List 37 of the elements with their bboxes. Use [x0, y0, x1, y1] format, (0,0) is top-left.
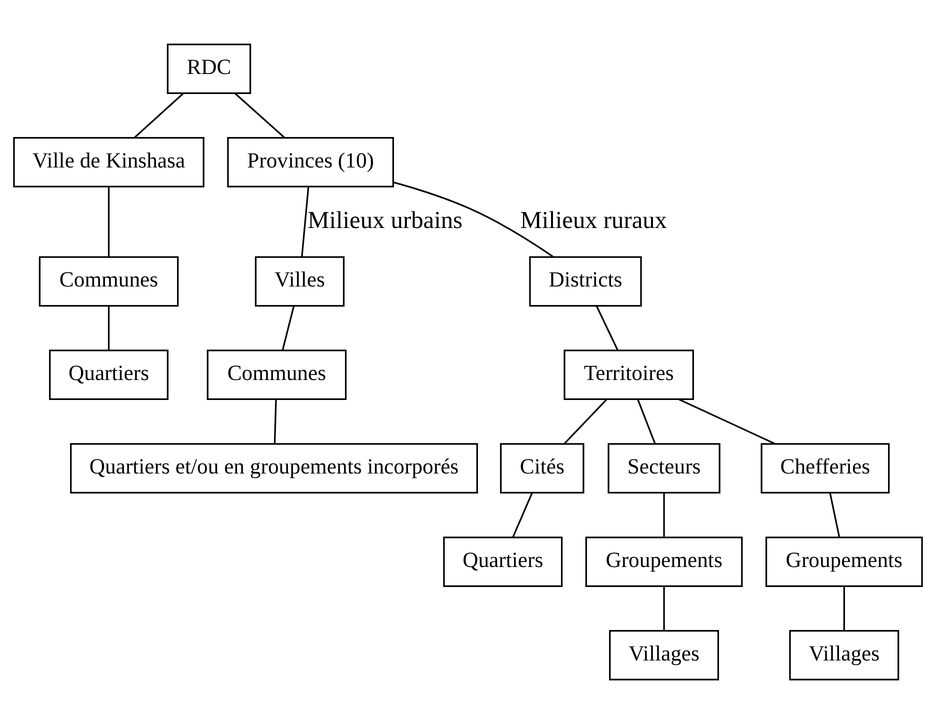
connector [393, 182, 554, 258]
node-box: Villages [609, 630, 720, 680]
connector [134, 92, 184, 138]
edge-label: Milieux urbains [308, 206, 463, 234]
node-box: Villages [789, 630, 900, 680]
node-box: Quartiers et/ou en groupements incorporés [70, 443, 478, 494]
connector [108, 306, 110, 350]
node-box: Villes [254, 256, 345, 307]
connector [843, 586, 845, 630]
edge-label: Milieux ruraux [520, 206, 668, 234]
node-box: RDC [166, 44, 252, 94]
node-box: Groupements [765, 536, 923, 587]
connector [829, 492, 840, 537]
node-box: Communes [206, 350, 347, 400]
connector [234, 92, 286, 138]
connector [274, 400, 277, 444]
node-box: Chefferies [760, 443, 890, 494]
node-box: Communes [38, 256, 179, 307]
connector [663, 493, 665, 537]
connector [663, 586, 665, 630]
node-box: Territoires [564, 350, 694, 400]
connector [512, 492, 533, 538]
node-box: Provinces (10) [227, 137, 394, 188]
node-box: Quartiers [49, 350, 168, 400]
connector [108, 187, 110, 257]
connector [596, 306, 618, 350]
node-box: Secteurs [608, 443, 720, 494]
node-box: Groupements [585, 536, 743, 587]
connector [564, 399, 608, 444]
connector [301, 187, 310, 258]
connector [282, 306, 295, 350]
node-box: Districts [529, 256, 642, 307]
connector [678, 398, 776, 445]
node-box: Quartiers [443, 536, 563, 587]
node-box: Ville de Kinshasa [13, 137, 204, 188]
connector [637, 399, 656, 444]
node-box: Cités [500, 443, 584, 494]
